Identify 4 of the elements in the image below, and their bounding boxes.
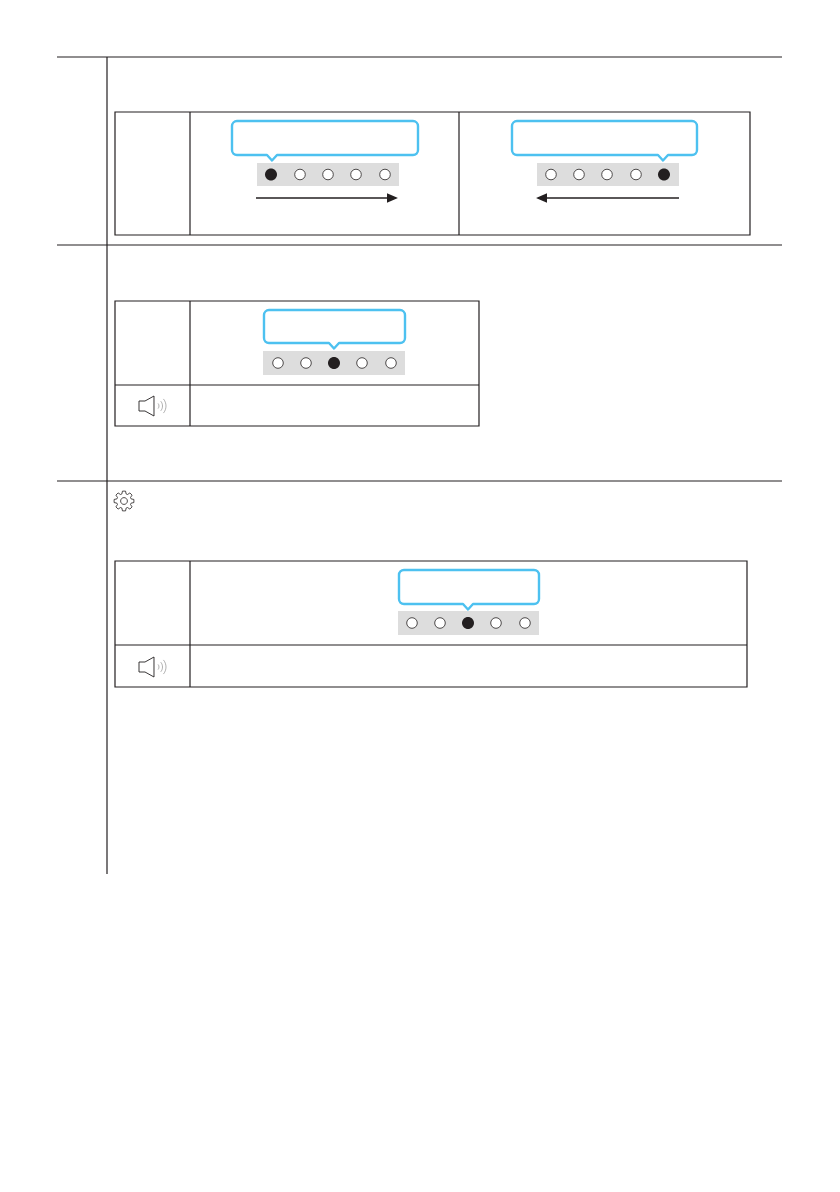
speech-bubble [262, 308, 407, 350]
speech-bubble [510, 119, 699, 162]
speech-bubble [230, 119, 420, 162]
speech-bubble [397, 568, 541, 611]
